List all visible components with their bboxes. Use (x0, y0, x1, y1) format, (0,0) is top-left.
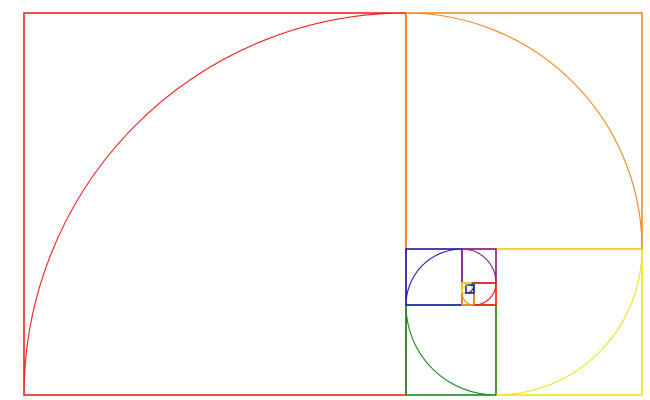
spiral-arc-11 (465, 284, 475, 294)
spiral-arc-1 (23, 12, 407, 396)
spiral-arcs-layer (23, 12, 643, 396)
spiral-arc-2 (405, 12, 643, 250)
spiral-arc-8 (461, 292, 475, 306)
spiral-arc-6 (461, 248, 497, 284)
spiral-arc-4 (405, 304, 497, 396)
square-2 (405, 12, 643, 250)
spiral-arc-3 (495, 248, 643, 396)
squares-layer (23, 12, 643, 396)
square-4 (405, 304, 497, 396)
spiral-arc-7 (473, 282, 497, 306)
spiral-arc-9 (461, 282, 473, 294)
spiral-arc-5 (405, 248, 463, 306)
square-1 (23, 12, 407, 396)
spiral-arc-10 (471, 282, 475, 286)
square-3 (495, 248, 643, 396)
square-11 (465, 284, 475, 294)
square-5 (405, 248, 463, 306)
